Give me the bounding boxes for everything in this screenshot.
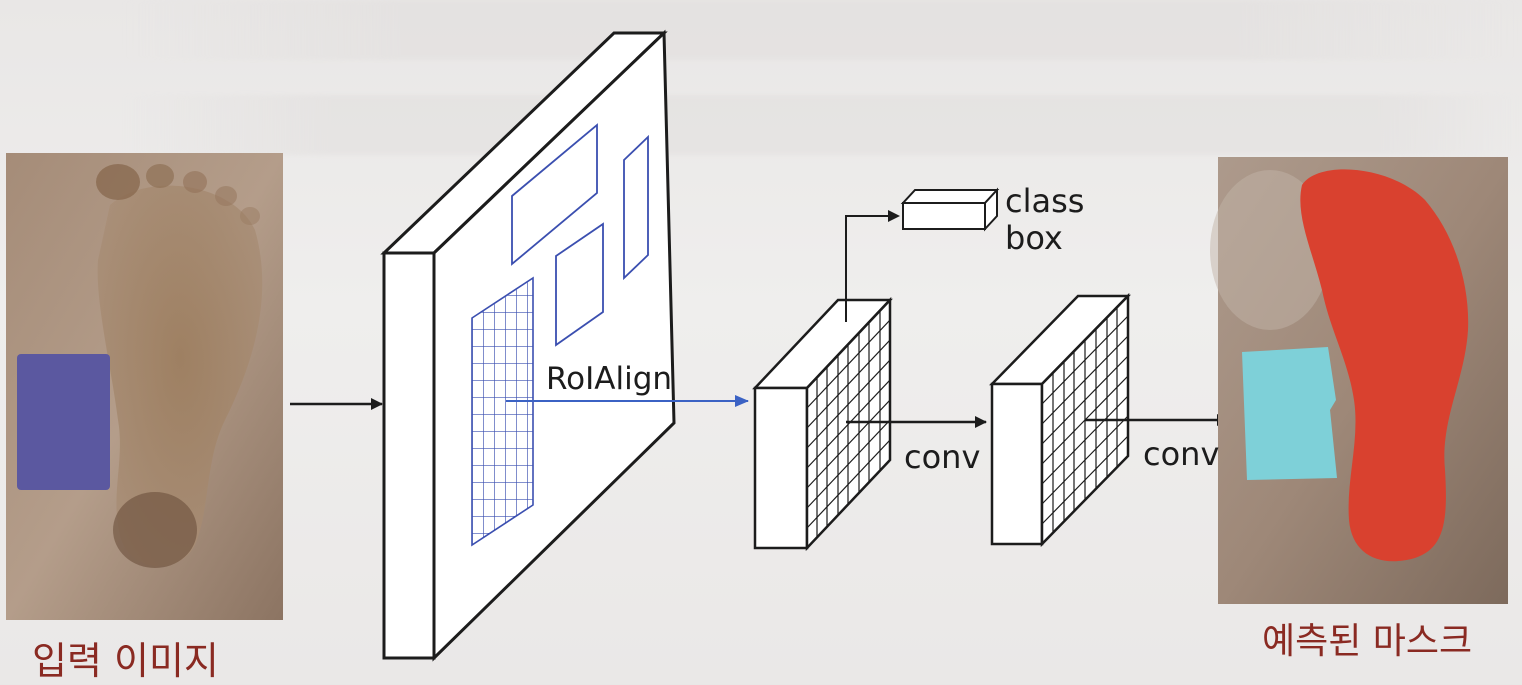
- block2-grid: [1041, 307, 1129, 533]
- class-label: class: [1005, 182, 1085, 220]
- roi-box-2: [623, 134, 649, 281]
- output-mask-image: [1210, 157, 1508, 604]
- roi-box-1: [511, 123, 598, 266]
- foot-mask: [1300, 169, 1469, 562]
- output-mask-caption: 예측된 마스크: [1262, 621, 1473, 662]
- roialign-label: RoIAlign: [546, 361, 673, 397]
- class-box-head: [900, 187, 1000, 232]
- pooled-feature-block: [752, 296, 893, 552]
- block1-grid: [806, 311, 891, 537]
- conv-label-2: conv: [1143, 435, 1220, 473]
- conv-label-1: conv: [904, 438, 981, 476]
- roi-grid: [471, 276, 534, 547]
- box-label: box: [1005, 219, 1063, 257]
- head-branch-line: [845, 215, 896, 322]
- input-image-caption: 입력 이미지: [32, 639, 219, 683]
- roi-box-3: [555, 222, 604, 347]
- ghost-line-1: [120, 0, 1520, 60]
- input-region-patch: [17, 354, 110, 490]
- ghost-line-2: [120, 95, 1520, 155]
- input-image: [6, 153, 283, 620]
- head-branch-arrowhead: [888, 210, 900, 222]
- footprint-shape: [96, 164, 263, 568]
- region-mask: [1242, 347, 1337, 480]
- feature-map: [380, 29, 676, 662]
